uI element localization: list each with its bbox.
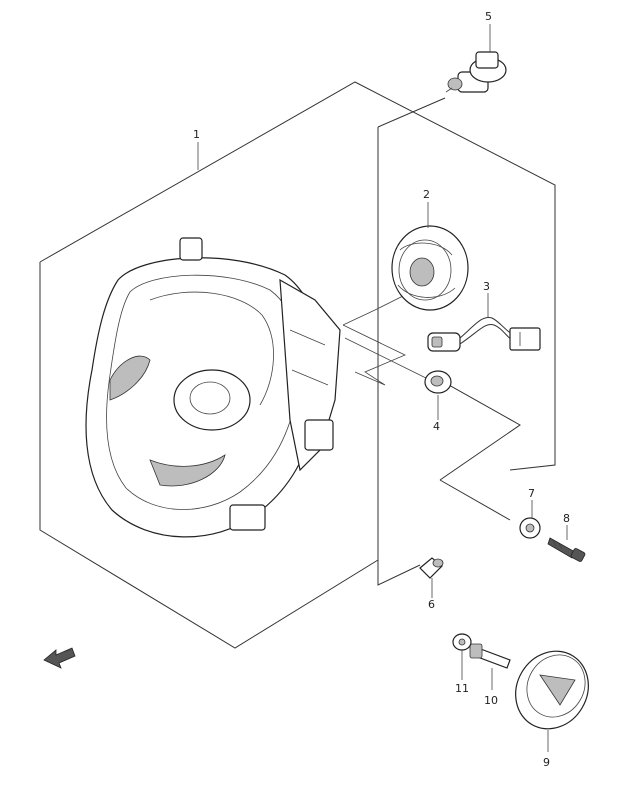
bolt-10 [469, 643, 511, 669]
callout-9: 9 [543, 756, 550, 769]
adjuster-knob [515, 650, 589, 730]
callout-7: 7 [528, 487, 535, 500]
callout-1: 1 [193, 128, 200, 141]
washer-11 [452, 633, 472, 651]
callout-4: 4 [433, 420, 440, 433]
callout-8: 8 [563, 512, 570, 525]
leader-lines [197, 24, 568, 752]
screw-8 [547, 537, 586, 562]
grommet [424, 370, 452, 394]
headlamp-housing [85, 237, 341, 538]
callout-11: 11 [455, 682, 469, 695]
washer-7 [519, 517, 541, 539]
headlamp-bulb [445, 51, 507, 93]
callout-5: 5 [485, 10, 492, 23]
callout-2: 2 [423, 188, 430, 201]
callout-labels: 1 2 3 4 5 6 7 8 9 10 11 [193, 10, 570, 769]
position-bulb [419, 557, 444, 579]
assembly-boundary [39, 81, 556, 649]
callout-3: 3 [483, 280, 490, 293]
arrow-icon [43, 647, 76, 669]
socket-harness [427, 316, 541, 352]
callout-10: 10 [484, 694, 498, 707]
callout-6: 6 [428, 598, 435, 611]
socket-cover [391, 225, 469, 311]
